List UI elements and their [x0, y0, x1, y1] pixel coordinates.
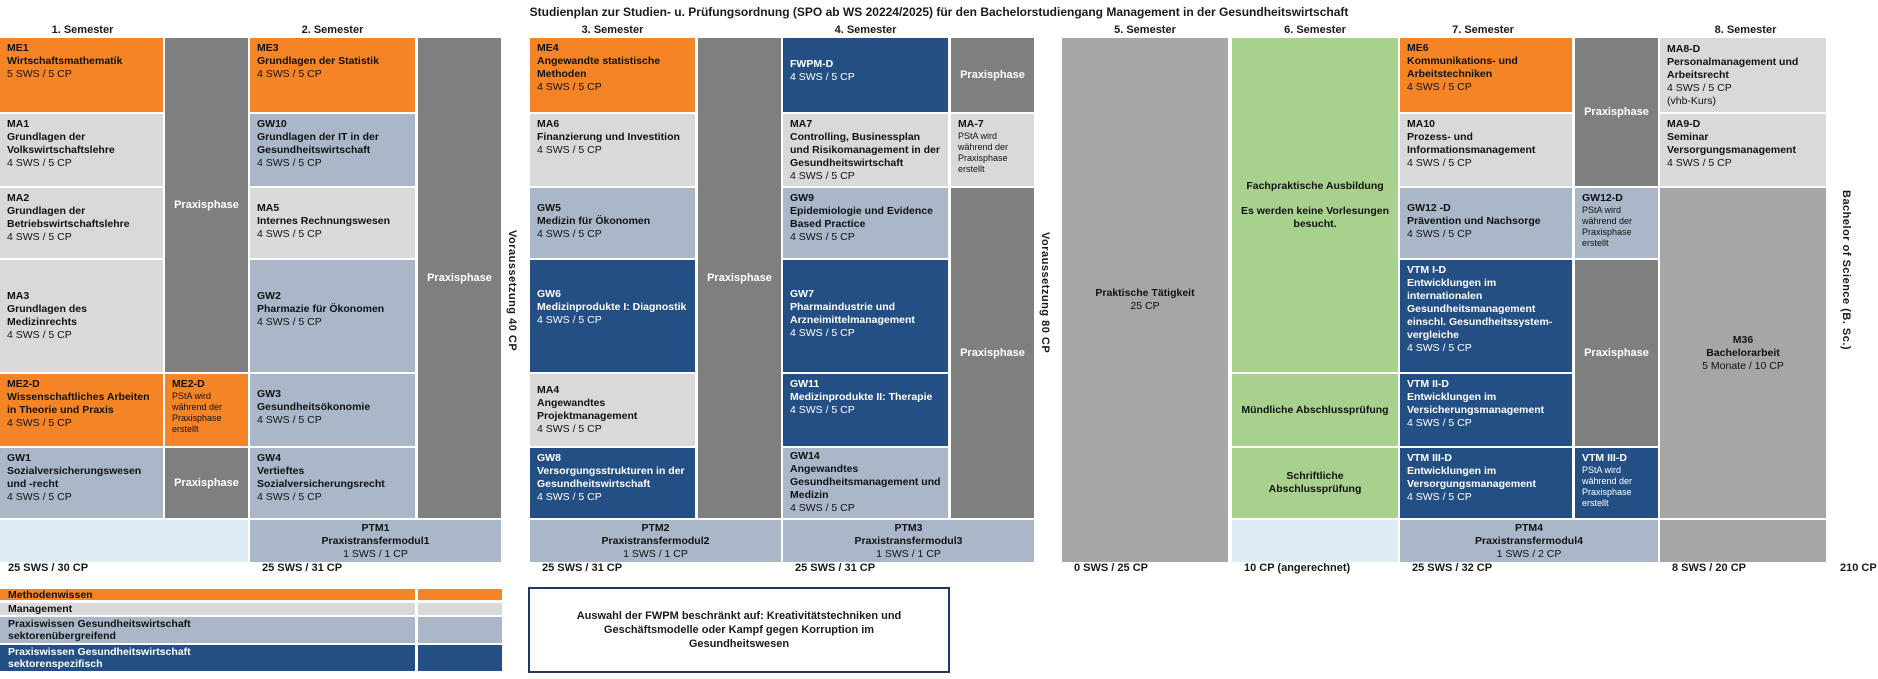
empty-ptm-sem6	[1232, 520, 1398, 562]
praxisphase-sem1-bottom: Praxisphase	[165, 448, 248, 518]
legend-praxis-spezifisch: Praxiswissen Gesundheitswirtschaft sekto…	[0, 645, 260, 671]
total-sem4: 25 SWS / 31 CP	[795, 562, 876, 574]
module-m36[interactable]: M36 Bachelorarbeit 5 Monate / 10 CP	[1660, 188, 1826, 518]
module-ma9[interactable]: MA9-D Seminar Versorgungsmanagement 4 SW…	[1660, 114, 1826, 186]
total-overall: 210 CP	[1840, 562, 1877, 574]
fwpm-note: Auswahl der FWPM beschränkt auf: Kreativ…	[528, 587, 950, 673]
total-sem8: 8 SWS / 20 CP	[1672, 562, 1746, 574]
module-ma3[interactable]: MA3 Grundlagen des Medizinrechts 4 SWS /…	[0, 260, 163, 372]
module-ptm3[interactable]: PTM3 Praxistransfermodul3 1 SWS / 1 CP	[783, 520, 1034, 562]
module-ma10[interactable]: MA10 Prozess- und Informationsmanagement…	[1400, 114, 1572, 186]
module-gw12-pstA[interactable]: GW12-D PStA wird während der Praxisphase…	[1575, 188, 1658, 258]
empty-ptm-sem1	[0, 520, 248, 562]
module-ptm2[interactable]: PTM2 Praxistransfermodul2 1 SWS / 1 CP	[530, 520, 781, 562]
legend-praxis-uebergreifend-fill	[260, 617, 415, 643]
legend-management-swatch	[418, 603, 502, 615]
module-gw14[interactable]: GW14 Angewandtes Gesundheitsmanagement u…	[783, 448, 948, 518]
legend-praxis-uebergreifend: Praxiswissen Gesundheitswirtschaft sekto…	[0, 617, 260, 643]
module-fwpm[interactable]: FWPM-D 4 SWS / 5 CP	[783, 38, 948, 112]
total-sem5: 0 SWS / 25 CP	[1074, 562, 1148, 574]
total-sem3: 25 SWS / 31 CP	[542, 562, 623, 574]
module-gw9[interactable]: GW9 Epidemiologie und Evidence Based Pra…	[783, 188, 948, 258]
module-gw1[interactable]: GW1 Sozialversicherungswesen und -recht …	[0, 448, 163, 518]
muendliche-abschlusspruefung[interactable]: Mündliche Abschlussprüfung	[1232, 374, 1398, 446]
module-gw4[interactable]: GW4 Vertieftes Sozialversicherungsrecht …	[250, 448, 415, 518]
module-ma8[interactable]: MA8-D Personalmanagement und Arbeitsrech…	[1660, 38, 1826, 112]
module-ma5[interactable]: MA5 Internes Rechnungswesen 4 SWS / 5 CP	[250, 188, 415, 258]
module-gw3[interactable]: GW3 Gesundheitsökonomie 4 SWS / 5 CP	[250, 374, 415, 446]
degree-label: Bachelor of Science (B. Sc.)	[1840, 190, 1852, 351]
praxisphase-sem3: Praxisphase	[698, 38, 781, 518]
module-ptm1[interactable]: PTM1 Praxistransfermodul1 1 SWS / 1 CP	[250, 520, 501, 562]
semester-header-4: 4. Semester	[834, 24, 897, 36]
semester-header-8: 8. Semester	[1714, 24, 1777, 36]
module-gw12[interactable]: GW12 -D Prävention und Nachsorge 4 SWS /…	[1400, 188, 1572, 258]
module-me2d[interactable]: ME2-D Wissenschaftliches Arbeiten in The…	[0, 374, 163, 446]
legend-praxis-uebergreifend-swatch	[418, 617, 502, 643]
module-gw6[interactable]: GW6 Medizinprodukte I: Diagnostik 4 SWS …	[530, 260, 695, 372]
module-me6[interactable]: ME6 Kommunikations- und Arbeitstechniken…	[1400, 38, 1572, 112]
praxisphase-sem7: Praxisphase	[1575, 260, 1658, 446]
module-gw8[interactable]: GW8 Versorgungsstrukturen in der Gesundh…	[530, 448, 695, 518]
total-sem1: 25 SWS / 30 CP	[8, 562, 89, 574]
semester-header-2: 2. Semester	[301, 24, 364, 36]
semester-header-7: 7. Semester	[1452, 24, 1514, 36]
fachpraktische-ausbildung: Fachpraktische Ausbildung Es werden kein…	[1232, 38, 1398, 372]
voraussetzung-80: Voraussetzung 80 CP	[1039, 232, 1051, 354]
module-vtm3[interactable]: VTM III-D Entwicklungen im Versorgungsma…	[1400, 448, 1572, 518]
total-sem7: 25 SWS / 32 CP	[1412, 562, 1493, 574]
module-vtm2[interactable]: VTM II-D Entwicklungen im Versicherungsm…	[1400, 374, 1572, 446]
module-me4[interactable]: ME4 Angewandte statistische Methoden 4 S…	[530, 38, 695, 112]
module-vtm3-pstA[interactable]: VTM III-D PStA wird während der Praxisph…	[1575, 448, 1658, 518]
module-ma7[interactable]: MA7 Controlling, Businessplan und Risiko…	[783, 114, 948, 186]
module-me1[interactable]: ME1 Wirtschaftsmathematik 5 SWS / 5 CP	[0, 38, 163, 112]
praxisphase-sem2: Praxisphase	[418, 38, 501, 518]
semester-header-5: 5. Semester	[1114, 24, 1176, 36]
module-gw5[interactable]: GW5 Medizin für Ökonomen 4 SWS / 5 CP	[530, 188, 695, 258]
module-vtm1[interactable]: VTM I-D Entwicklungen im internationalen…	[1400, 260, 1572, 372]
module-me2d-pstA[interactable]: ME2-D PStA wird während der Praxisphase …	[165, 374, 248, 446]
module-gw2[interactable]: GW2 Pharmazie für Ökonomen 4 SWS / 5 CP	[250, 260, 415, 372]
module-ptm4[interactable]: PTM4 Praxistransfermodul4 1 SWS / 2 CP	[1400, 520, 1658, 562]
legend-management: Management	[0, 603, 415, 615]
module-ma7-pstA[interactable]: MA-7 PStA wird während der Praxisphase e…	[951, 114, 1034, 186]
module-ma1[interactable]: MA1 Grundlagen der Volkswirtschaftslehre…	[0, 114, 163, 186]
legend-praxis-spezifisch-fill	[260, 645, 415, 671]
legend-methodenwissen-swatch	[418, 589, 502, 600]
module-gw11[interactable]: GW11 Medizinprodukte II: Therapie 4 SWS …	[783, 374, 948, 446]
module-me3[interactable]: ME3 Grundlagen der Statistik 4 SWS / 5 C…	[250, 38, 415, 112]
empty-ptm-sem8	[1660, 520, 1826, 562]
semester-header-3: 3. Semester	[581, 24, 644, 36]
page-title: Studienplan zur Studien- u. Prüfungsordn…	[529, 5, 1349, 19]
voraussetzung-40: Voraussetzung 40 CP	[506, 230, 518, 352]
module-gw7[interactable]: GW7 Pharmaindustrie und Arzneimittelmana…	[783, 260, 948, 372]
praxisphase-sem7-top: Praxisphase	[1575, 38, 1658, 186]
schriftliche-abschlusspruefung[interactable]: Schriftliche Abschlussprüfung	[1232, 448, 1398, 518]
module-praktische-taetigkeit[interactable]: Praktische Tätigkeit 25 CP	[1062, 38, 1228, 562]
praxisphase-sem4: Praxisphase	[951, 188, 1034, 518]
total-sem6: 10 CP (angerechnet)	[1244, 562, 1351, 574]
praxisphase-sem4-top: Praxisphase	[951, 38, 1034, 112]
module-ma2[interactable]: MA2 Grundlagen der Betriebswirtschaftsle…	[0, 188, 163, 258]
total-sem2: 25 SWS / 31 CP	[262, 562, 343, 574]
legend-praxis-spezifisch-swatch	[418, 645, 502, 671]
semester-header-6: 6. Semester	[1284, 24, 1346, 36]
module-ma4[interactable]: MA4 Angewandtes Projektmanagement 4 SWS …	[530, 374, 695, 446]
semester-header-1: 1. Semester	[51, 24, 114, 36]
module-ma6[interactable]: MA6 Finanzierung und Investition 4 SWS /…	[530, 114, 695, 186]
praxisphase-sem1: Praxisphase	[165, 38, 248, 372]
module-gw10[interactable]: GW10 Grundlagen der IT in der Gesundheit…	[250, 114, 415, 186]
legend-methodenwissen: Methodenwissen	[0, 589, 415, 601]
